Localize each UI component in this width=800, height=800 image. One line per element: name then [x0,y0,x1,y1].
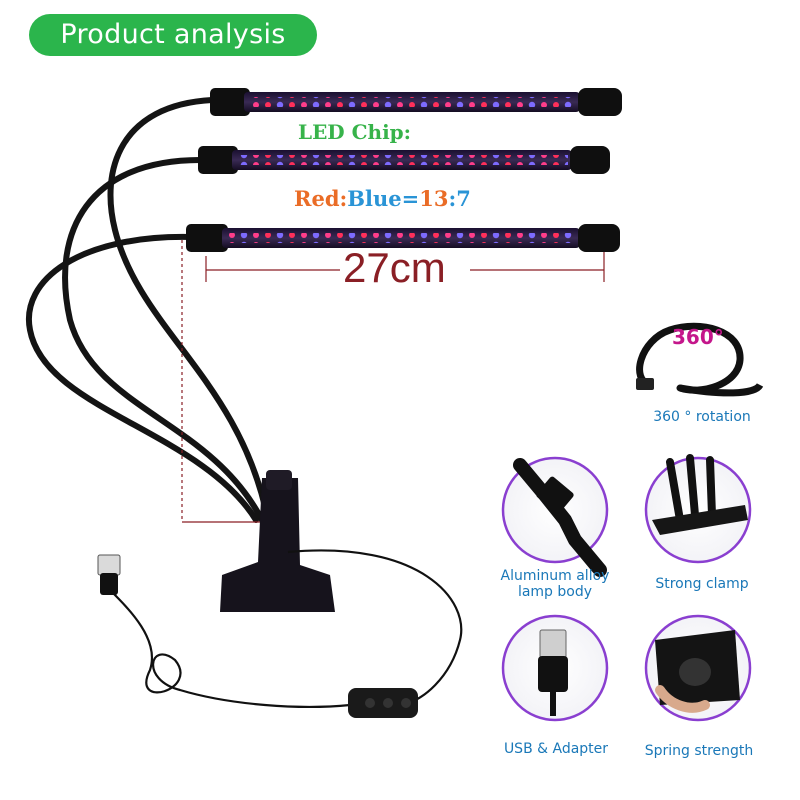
feature-lamp-body-line-2: lamp body [517,584,593,600]
light-bar-bottom [186,224,620,252]
usb-plug [97,554,121,595]
light-bar-top [210,88,622,116]
rotation-badge: 360° [672,325,724,349]
dimension-lines [181,240,605,523]
clamp-base [220,470,335,612]
ratio-colon: : [339,186,348,211]
circle-clamp [644,454,752,564]
light-bar-middle [198,146,610,174]
feature-rotation-label: 360 ° rotation [653,409,751,425]
gooseneck-icon [636,322,764,397]
feature-lamp-body-line-1: Aluminum alloy [500,568,610,584]
ratio-red-label: Red [294,186,340,211]
feature-usb-label: USB & Adapter [503,741,609,757]
led-ratio: Red:Blue=13:7 [294,186,471,211]
feature-lamp-body-label: Aluminum alloy lamp body [490,568,620,600]
controller-switch [348,688,418,718]
usb-cable [109,549,463,708]
ratio-blue-label: Blue [347,186,402,211]
ratio-red-value: 13 [419,186,449,211]
page-title: Product analysis [29,14,317,56]
ratio-equals: = [401,186,420,211]
feature-clamp-label: Strong clamp [655,576,749,592]
led-chip-label: LED Chip: [298,120,412,144]
circle-usb [501,614,609,722]
circle-lamp-body [501,456,609,577]
length-label: 27cm [343,244,446,291]
circle-spring [644,614,752,722]
gooseneck-arms [25,97,271,523]
ratio-sep: : [448,186,457,211]
feature-spring-label: Spring strength [644,743,754,759]
ratio-blue-value: 7 [456,186,471,211]
